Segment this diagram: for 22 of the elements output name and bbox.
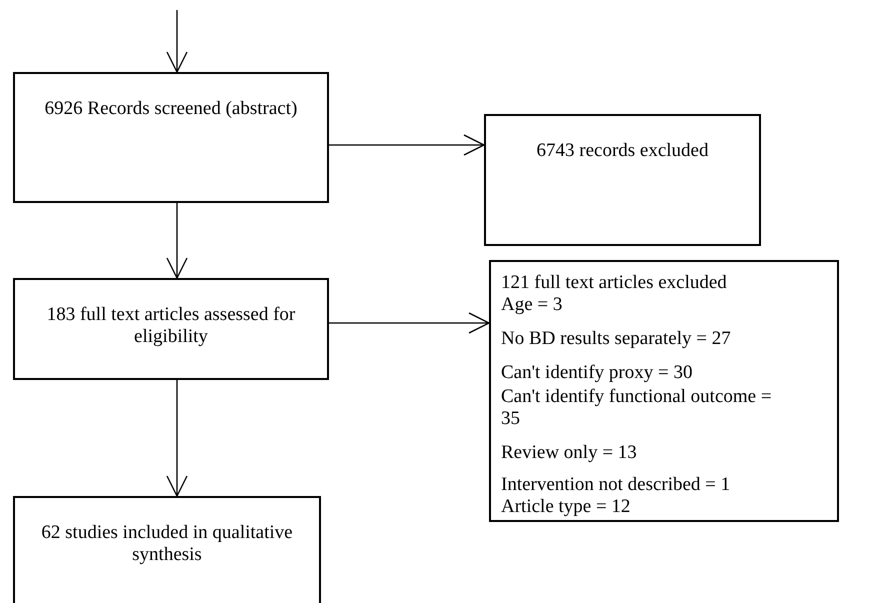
box-text: 121 full text articles excluded xyxy=(501,272,728,294)
box-text: 6743 records excluded xyxy=(536,139,710,162)
box-text: Can't identify functional outcome = 35 xyxy=(501,386,773,430)
box-text: Intervention not described = 1 xyxy=(501,474,732,496)
box-text: Can't identify proxy = 30 xyxy=(501,362,694,384)
box-text: Review only = 13 xyxy=(501,442,638,464)
arrow xyxy=(166,380,188,497)
arrow xyxy=(166,203,188,279)
process-box xyxy=(484,114,761,246)
box-text: No BD results separately = 27 xyxy=(501,328,732,350)
box-text: 6926 Records screened (abstract) xyxy=(44,97,298,120)
arrow xyxy=(166,10,188,73)
process-box xyxy=(489,260,839,522)
arrow xyxy=(329,312,490,334)
process-box xyxy=(13,278,329,380)
process-box xyxy=(13,496,321,603)
arrow xyxy=(329,134,485,156)
box-text: Age = 3 xyxy=(501,294,564,316)
box-text: 183 full text articles assessed for eligibility xyxy=(46,303,296,348)
box-text: Article type = 12 xyxy=(501,496,632,518)
process-box xyxy=(13,72,329,203)
box-text: 62 studies included in qualitative synthesis xyxy=(40,521,294,566)
